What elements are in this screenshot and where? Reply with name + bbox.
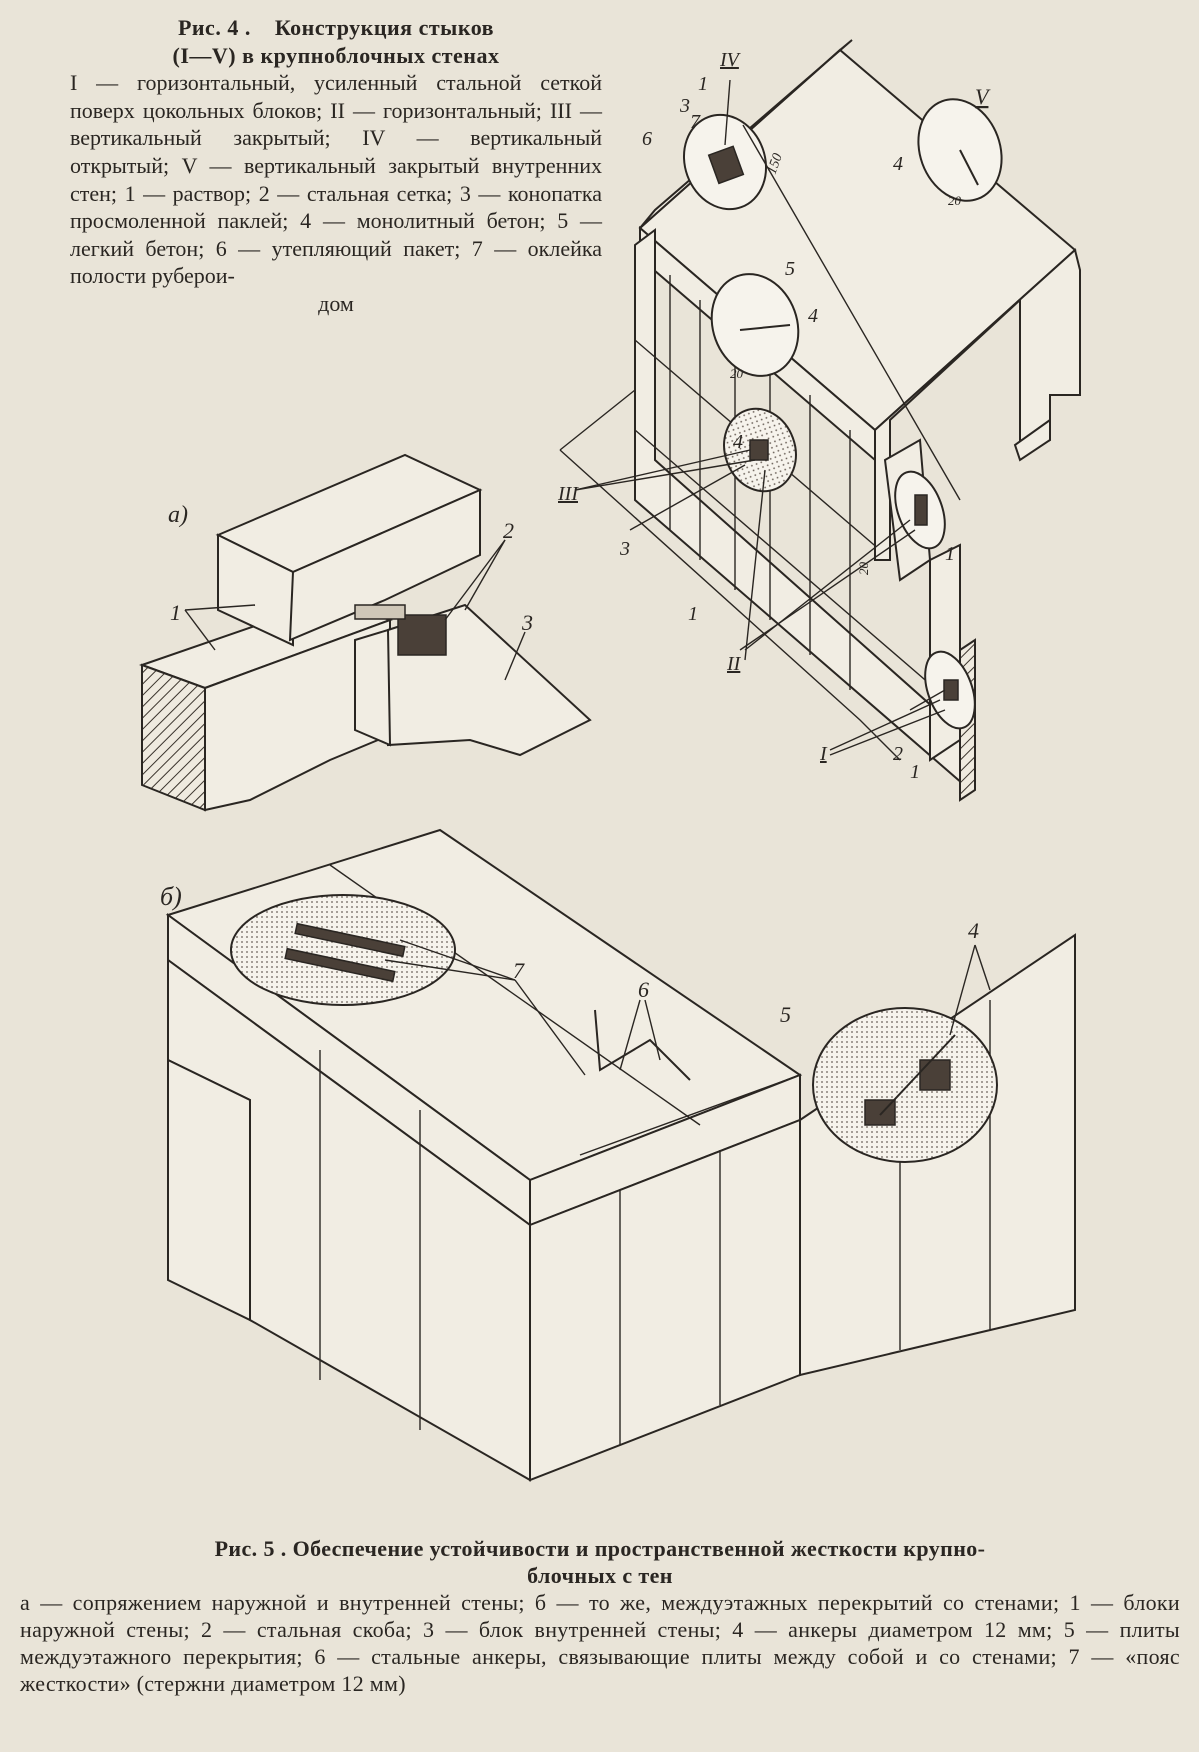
fig4-top-face	[638, 48, 1077, 432]
fig4-label-6-top: 6	[642, 128, 652, 150]
fig5b-label-6: 6	[638, 977, 649, 1002]
fig4-label-3-top: 3	[679, 95, 690, 117]
fig5b-label-7: 7	[513, 958, 525, 983]
fig4-title-line2: (I—V) в крупноблочных стенах	[172, 42, 500, 68]
fig4-label-I: I	[819, 743, 828, 765]
fig5b-sublabel: б)	[160, 882, 182, 911]
fig5a-drawing: а) 1 2 3	[139, 453, 592, 812]
fig4-legend: I — горизонтальный, усиленный стальной с…	[70, 69, 602, 317]
fig4-legend-last: дом	[318, 290, 354, 316]
fig4-label-2-I: 2	[893, 743, 903, 765]
fig5a-sublabel: а)	[168, 502, 188, 528]
fig4-label-V: V	[975, 84, 991, 109]
fig5-title-line2: блочных с тен	[527, 1563, 673, 1588]
fig4-callouts: IV V 1 3 7 6 150 5 4 20 4 20 4 III 3 1 2…	[557, 49, 991, 783]
fig5-legend: а — сопряжением наружной и внутренней ст…	[20, 1590, 1180, 1696]
fig4-wall-drawing	[559, 39, 1081, 802]
fig5b-label-5: 5	[780, 1002, 791, 1027]
fig4-label-1-top: 1	[698, 73, 708, 95]
fig4-label-4-III: 4	[733, 431, 743, 453]
fig4-joint-upper-4	[710, 273, 800, 377]
fig4-label-4-V: 4	[893, 153, 903, 175]
fig4-label-II: II	[726, 653, 742, 675]
fig5a-label-2: 2	[503, 518, 514, 543]
fig4-label-III: III	[557, 483, 579, 505]
fig4-dim-20-II: 20	[856, 562, 871, 576]
fig5b-label-4: 4	[968, 918, 979, 943]
fig4-dim-150: 150	[765, 152, 786, 177]
fig5a-steel-clip	[397, 614, 447, 656]
fig5a-section-hatch	[141, 663, 206, 812]
fig4-dim-20-V: 20	[948, 193, 962, 208]
fig4-title-line1: Конструкция стыков	[274, 15, 495, 40]
fig5-title: Рис. 5 . Обеспечение устойчивости и прос…	[20, 1535, 1180, 1589]
fig4-label-1-mid: 1	[688, 603, 698, 625]
fig4-label-3: 3	[619, 538, 630, 560]
fig4-label-4-upper: 4	[808, 305, 818, 327]
fig5-title-line1: Обеспечение устойчивости и пространствен…	[292, 1536, 986, 1561]
fig4-legend-text: I — горизонтальный, усиленный стальной с…	[70, 70, 602, 289]
fig4-dim-20-upper: 20	[730, 366, 744, 381]
fig4-title: Рис. 4 . Конструкция стыков (I—V) в круп…	[70, 14, 602, 69]
fig5b-stiffness-belt	[230, 894, 456, 1006]
fig4-label-1-II: 1	[945, 543, 955, 565]
fig4-label: Рис. 4 .	[177, 15, 251, 40]
fig4-label-1-I: 1	[910, 761, 920, 783]
fig4-label-7-top: 7	[690, 111, 701, 133]
fig5b-corner-detail	[812, 1007, 998, 1163]
figures-drawing: IV V 1 3 7 6 150 5 4 20 4 20 4 III 3 1 2…	[139, 39, 1081, 1482]
fig4-label-5: 5	[785, 258, 795, 280]
fig5a-label-3: 3	[521, 610, 533, 635]
fig4-label-IV: IV	[719, 49, 742, 71]
fig5a-label-1: 1	[170, 600, 181, 625]
fig5b-drawing: б)	[160, 828, 1076, 1482]
fig4-caption: Рис. 4 . Конструкция стыков (I—V) в круп…	[70, 14, 602, 318]
fig5-caption: Рис. 5 . Обеспечение устойчивости и прос…	[20, 1535, 1180, 1697]
fig5-label: Рис. 5 .	[214, 1536, 287, 1561]
